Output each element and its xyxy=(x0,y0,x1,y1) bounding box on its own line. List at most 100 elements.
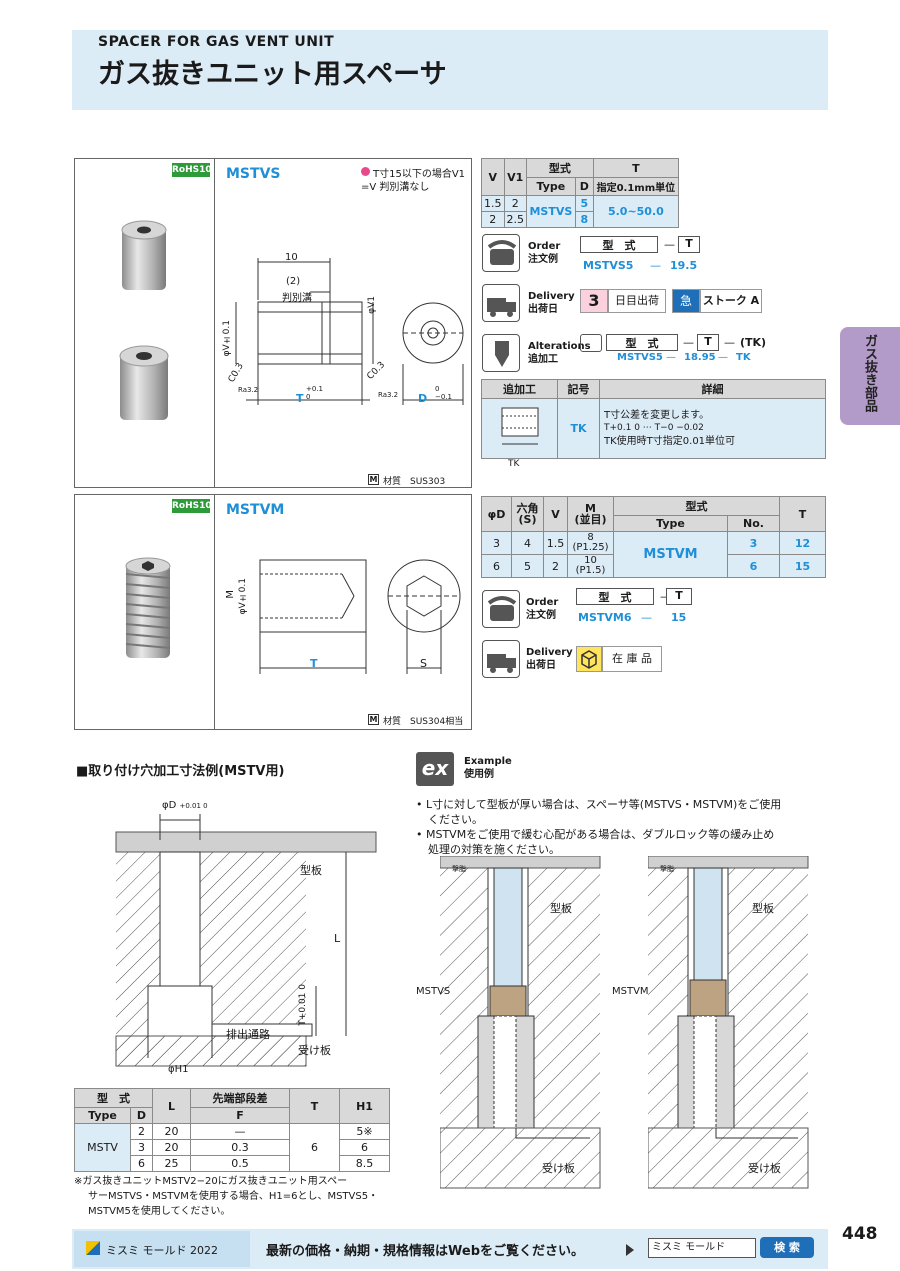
stroke-icon: 急 xyxy=(672,289,700,313)
m-cell-t: 6 xyxy=(289,1123,340,1172)
dim-Dtol: 0 −0.1 xyxy=(435,385,452,401)
mstvm-divider xyxy=(214,494,215,730)
alt-dash3: — xyxy=(666,352,676,363)
m-cell-f: 0.5 xyxy=(190,1155,290,1172)
example-bullet1b: ください。 xyxy=(428,813,483,826)
alt-h-model: 型 式 xyxy=(606,334,678,351)
order-h-model: 型 式 xyxy=(580,236,658,253)
col-no: No. xyxy=(727,515,780,532)
m-cell-d: 2 xyxy=(130,1123,153,1140)
m-col-t: T xyxy=(289,1088,340,1124)
phone-small-icon xyxy=(580,334,602,352)
header-banner xyxy=(72,30,828,110)
search-input[interactable]: ミスミ モールド xyxy=(648,1238,756,1258)
order-h-t: T xyxy=(678,236,700,253)
cell-m2: (P1.5) xyxy=(575,565,606,576)
order-dash2: — xyxy=(650,259,661,272)
mount-T: T+0.01 0 xyxy=(298,984,308,1026)
col-type: Type xyxy=(526,177,576,196)
m-cell-h1: 8.5 xyxy=(339,1155,390,1172)
col-hex: 六角(S) xyxy=(511,496,544,532)
dim-T: T xyxy=(296,392,304,405)
alt-col-code: 記号 xyxy=(557,379,600,399)
m-col-h1: H1 xyxy=(339,1088,390,1124)
mount-phiD: φD +0.01 0 xyxy=(162,800,208,811)
cell-s: 5 xyxy=(511,554,544,578)
cell-phid: 3 xyxy=(481,531,512,555)
col-model: 型式 xyxy=(526,158,594,178)
order-ja: 注文例 xyxy=(528,254,558,265)
cell-s: 4 xyxy=(511,531,544,555)
mount-note1: ※ガス抜きユニットMSTV2−20にガス抜きユニット用スペー xyxy=(74,1176,348,1187)
side-tab-label: ガス抜き部品 xyxy=(862,334,877,412)
phone-icon xyxy=(482,234,520,272)
col-t: T xyxy=(779,496,826,532)
alt-h-tk: (TK) xyxy=(740,336,767,349)
cell-v: 1.5 xyxy=(481,195,505,212)
col-phid: φD xyxy=(481,496,512,532)
cell-m2: (P1.25) xyxy=(572,542,609,553)
m-cell-l: 25 xyxy=(152,1155,191,1172)
ex-right-plate: 型板 xyxy=(752,902,774,915)
dim-Ttol: +0.1 0 xyxy=(306,385,323,401)
delivery-days: 3 xyxy=(580,289,608,313)
alt-col-detail: 詳細 xyxy=(599,379,826,399)
col-v1: V1 xyxy=(503,158,527,196)
m-col-f: 先端部段差 xyxy=(190,1088,290,1108)
col-t: T xyxy=(592,158,680,178)
col-m: M(並目) xyxy=(567,496,614,532)
product-name: MSTVS xyxy=(226,166,281,182)
mstvm-spec-table: φD 六角(S) V M(並目) 型式 T Type No. 3 4 1.5 8… xyxy=(481,496,826,578)
mount-table: 型 式 L 先端部段差 T H1 Type D F MSTV 2 20 — 6 … xyxy=(74,1088,390,1172)
phone-icon xyxy=(482,590,520,628)
cell-m1: 10 xyxy=(584,555,597,566)
material-text: 材質 SUS303 xyxy=(383,477,446,487)
product-name: MSTVM xyxy=(226,502,285,518)
m-cell-f: — xyxy=(190,1123,290,1140)
material-icon: M xyxy=(368,474,379,485)
truck-icon xyxy=(482,284,520,322)
m-cell-d: 6 xyxy=(130,1155,153,1172)
mstvs-photo xyxy=(119,220,169,420)
search-button[interactable]: 検 索 xyxy=(760,1237,814,1258)
example-bullet1a: • L寸に対して型板が厚い場合は、スペーサ等(MSTVS・MSTVM)をご使用 xyxy=(416,798,782,811)
cell-v1: 2 xyxy=(503,195,527,212)
mount-recv: 受け板 xyxy=(298,1044,331,1057)
order-t: 15 xyxy=(671,611,687,624)
ex-left-plate: 型板 xyxy=(550,902,572,915)
m-col-type: Type xyxy=(74,1107,131,1124)
cell-d: 8 xyxy=(574,211,594,228)
alt-diagram-label: TK xyxy=(508,459,520,469)
dim-ra2: Ra3.2 xyxy=(378,391,399,399)
dim-phiV: φV±0.1 xyxy=(238,578,248,615)
alt-dash4: — xyxy=(718,352,728,363)
order-h-t: T xyxy=(666,588,692,605)
order-t: 19.5 xyxy=(670,259,698,272)
title-en: SPACER FOR GAS VENT UNIT xyxy=(98,34,335,50)
stock-icon xyxy=(576,646,602,672)
cell-t-range: 5.0~50.0 xyxy=(592,195,680,228)
mount-plate: 型板 xyxy=(300,864,322,877)
arrow-right-icon xyxy=(626,1244,634,1256)
ex-left-part: MSTVS xyxy=(416,986,451,997)
alt-dash2: — xyxy=(724,336,735,349)
mount-phiD-tol: +0.01 0 xyxy=(179,802,208,810)
dim-phiV1: φV1 xyxy=(367,296,377,314)
ex-right-mark: 撃脂 xyxy=(660,865,674,873)
col-model: 型式 xyxy=(613,496,780,516)
delivery-en: Delivery xyxy=(526,647,573,658)
delivery-days-label: 日目出荷 xyxy=(608,289,666,313)
mstvm-panel xyxy=(74,494,472,730)
title-ja: ガス抜きユニット用スペーサ xyxy=(98,59,447,90)
ex-left-recv: 受け板 xyxy=(542,1162,575,1175)
alt-diagram xyxy=(501,407,538,445)
dim-groove: 判別溝 xyxy=(282,293,312,304)
col-v: V xyxy=(481,158,505,196)
example-left-drawing xyxy=(440,856,601,1189)
cell-type: MSTVM xyxy=(613,531,728,578)
alterations-icon xyxy=(482,334,520,372)
dim-ra1: Ra3.2 xyxy=(238,386,259,394)
mstvm-drawing xyxy=(259,559,461,674)
side-tab[interactable] xyxy=(840,327,900,425)
col-v: V xyxy=(543,496,568,532)
